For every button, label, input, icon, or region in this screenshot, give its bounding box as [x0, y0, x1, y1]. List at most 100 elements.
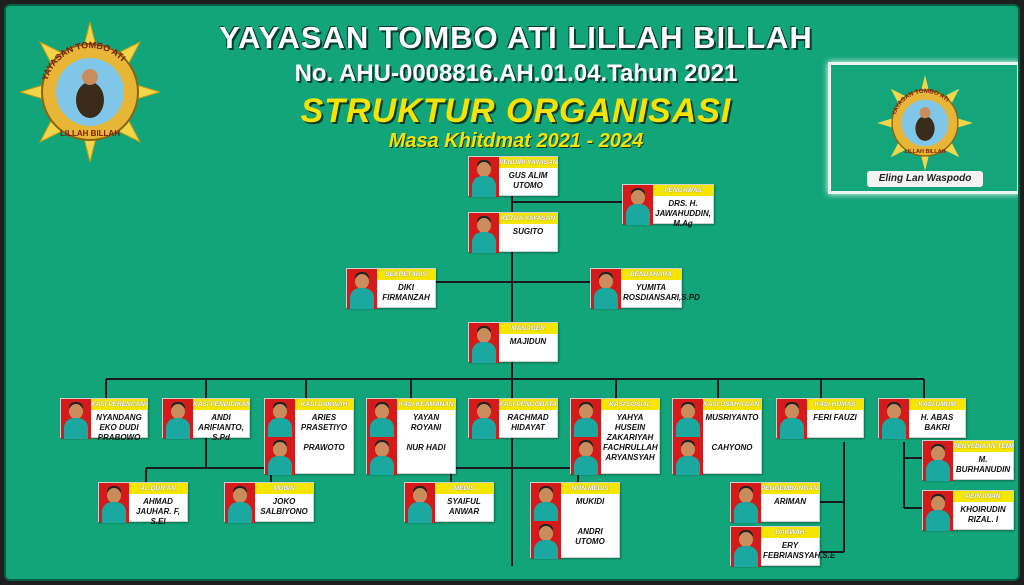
org-node-sekretaris: SEKRETARIS DIKI FIRMANZAH [346, 268, 436, 309]
role-label: KASI PENGOBATAN [499, 399, 557, 410]
role-label: KASI HUMAS [807, 399, 863, 410]
person-photo-icon [163, 399, 193, 439]
role-label: KASI PENDIDIKAN [193, 399, 249, 410]
chart-title: STRUKTUR ORGANISASI [300, 92, 732, 130]
person-name: MUSRIYANTO [705, 413, 759, 422]
person-name: DIKI FIRMANZAH [382, 283, 430, 302]
org-chart-canvas: YAYASAN TOMBO ATI LILLAH BILLAH No. AHU-… [4, 4, 1020, 581]
org-node-pengobatan: KASI PENGOBATAN RACHMAD HIDAYAT [468, 398, 558, 439]
org-node-medis: MEDIS SYAIFUL ANWAR [404, 482, 494, 523]
person-photo-icon [531, 521, 561, 559]
role-label: PENDIRI YAYASAN [499, 157, 557, 168]
person-name: FACHRULLAH ARYANSYAH [603, 443, 658, 462]
org-node-pendiri: PENDIRI YAYASAN GUS ALIM UTOMO [468, 156, 558, 197]
role-label: PENYEDIAAN TEMPAT [953, 441, 1013, 452]
role-label: AL QUR'AN [129, 483, 187, 494]
person-photo-icon [469, 323, 499, 363]
org-node-umum: KASI UMUM H. ABAS BAKRI [878, 398, 966, 439]
person-name: MUKIDI [575, 497, 605, 506]
role-label: NON MEDIS [561, 483, 619, 494]
person-photo-icon [571, 399, 601, 437]
person-photo-icon [225, 483, 255, 523]
person-name: SUGITO [512, 227, 544, 236]
role-label: BENDAHARA [621, 269, 681, 280]
person-photo-icon [99, 483, 129, 523]
person-photo-icon [531, 483, 561, 521]
person-name: M. BURHANUDIN [955, 455, 1011, 474]
person-photo-icon [731, 527, 761, 567]
person-photo-icon [673, 437, 703, 475]
person-name: ARIMAN [774, 497, 806, 506]
role-label: KASI KEAMANAN [397, 399, 455, 410]
person-name: YAYAN ROYANI [410, 413, 442, 432]
role-label: PENGEMBANGAN USAHA [761, 483, 819, 494]
person-photo-icon [591, 269, 621, 309]
person-name: YAHYA HUSEIN ZAKARIYAH [606, 413, 654, 442]
registration-number: No. AHU-0008816.AH.01.04.Tahun 2021 [294, 60, 738, 87]
person-name: AHMAD JAUHAR. F, S.EI [135, 497, 180, 526]
org-node-alquran: AL QUR'AN AHMAD JAUHAR. F, S.EI [98, 482, 188, 526]
org-node-pendidikan: KASI PENDIDIKAN ANDI ARIFIANTO, S.Pd [162, 398, 250, 442]
role-label: KASI UMUM [909, 399, 965, 410]
org-node-mubin: MUBIN JOKO SALBIYONO [224, 482, 314, 523]
organization-name: YAYASAN TOMBO ATI LILLAH BILLAH [219, 20, 813, 55]
role-label: KETUA YAYASAN [499, 213, 557, 224]
person-photo-icon [469, 157, 499, 197]
org-node-manager: MANAGER MAJIDUN [468, 322, 558, 363]
org-node-humas: KASI HUMAS FERI FAUZI [776, 398, 864, 439]
person-photo-icon [879, 399, 909, 439]
logo-bottom-text: LILLAH BILLAH [60, 129, 120, 138]
org-node-dakwah_ekon: DAKWAH ERY FEBRIANSYAH,S.E [730, 526, 836, 567]
person-name: NUR HADI [406, 443, 446, 452]
org-node-pengawas: PENGAWAS DRS. H. JAWAHUDDIN, M.Ag [622, 184, 714, 228]
person-photo-icon [265, 437, 295, 475]
connector-lines [105, 194, 925, 566]
org-node-ketua: KETUA YAYASAN SUGITO [468, 212, 558, 253]
person-photo-icon [367, 437, 397, 475]
person-name: ANDI ARIFIANTO, S.Pd [198, 413, 244, 442]
person-name: MAJIDUN [509, 337, 547, 346]
org-node-perijinan: PERIJINAN KHOIRUDIN RIZAL. I [922, 490, 1014, 531]
foundation-logo: YAYASAN TOMBO ATI LILLAH BILLAH [20, 22, 160, 162]
person-name: KHOIRUDIN RIZAL. I [960, 505, 1006, 524]
org-node-keamanan: KASI KEAMANAN YAYAN ROYANI NUR HADI [366, 398, 456, 475]
person-name: SYAIFUL ANWAR [447, 497, 481, 516]
org-node-penyediaan: PENYEDIAAN TEMPAT M. BURHANUDIN [922, 440, 1014, 481]
role-label: MEDIS [435, 483, 493, 494]
person-name: FERI FAUZI [813, 413, 857, 422]
role-label: SEKRETARIS [377, 269, 435, 280]
role-label: PENGAWAS [653, 185, 713, 196]
person-photo-icon [673, 399, 703, 437]
role-label: PERIJINAN [953, 491, 1013, 502]
role-label: KASI PERENCANAAN [91, 399, 147, 410]
person-name: CAHYONO [711, 443, 753, 452]
person-name: H. ABAS BAKRI [920, 413, 954, 432]
person-photo-icon [61, 399, 91, 439]
role-label: KASI SOSIAL [601, 399, 659, 410]
person-name: JOKO SALBIYONO [260, 497, 308, 516]
person-name: GUS ALIM UTOMO [508, 171, 548, 190]
person-photo-icon [367, 399, 397, 437]
role-label: KASI DAKWAH [295, 399, 353, 410]
person-name: RACHMAD HIDAYAT [507, 413, 549, 432]
person-photo-icon [731, 483, 761, 523]
person-photo-icon [571, 437, 601, 475]
org-node-ekonomi: KASI USAHA DAN EKONOMI MUSRIYANTO CAHYONO [672, 398, 762, 475]
role-label: MUBIN [255, 483, 313, 494]
org-node-perencanaan: KASI PERENCANAAN NYANDANG EKO DUDI PRABOW… [60, 398, 148, 442]
service-period: Masa Khitdmat 2021 - 2024 [388, 130, 644, 152]
flag-bottom-text: LILLAH BILLAH [904, 149, 945, 155]
person-name: DRS. H. JAWAHUDDIN, M.Ag [655, 199, 712, 228]
role-label: DAKWAH [761, 527, 819, 538]
role-label: KASI USAHA DAN EKONOMI [703, 399, 761, 410]
person-photo-icon [923, 491, 953, 531]
person-name: ERY FEBRIANSYAH,S.E [763, 541, 836, 560]
role-label: MANAGER [499, 323, 557, 334]
flag-motto: Eling Lan Waspodo [867, 171, 983, 187]
person-photo-icon [623, 185, 653, 225]
person-name: NYANDANG EKO DUDI PRABOWO [96, 413, 142, 442]
person-photo-icon [469, 399, 499, 439]
